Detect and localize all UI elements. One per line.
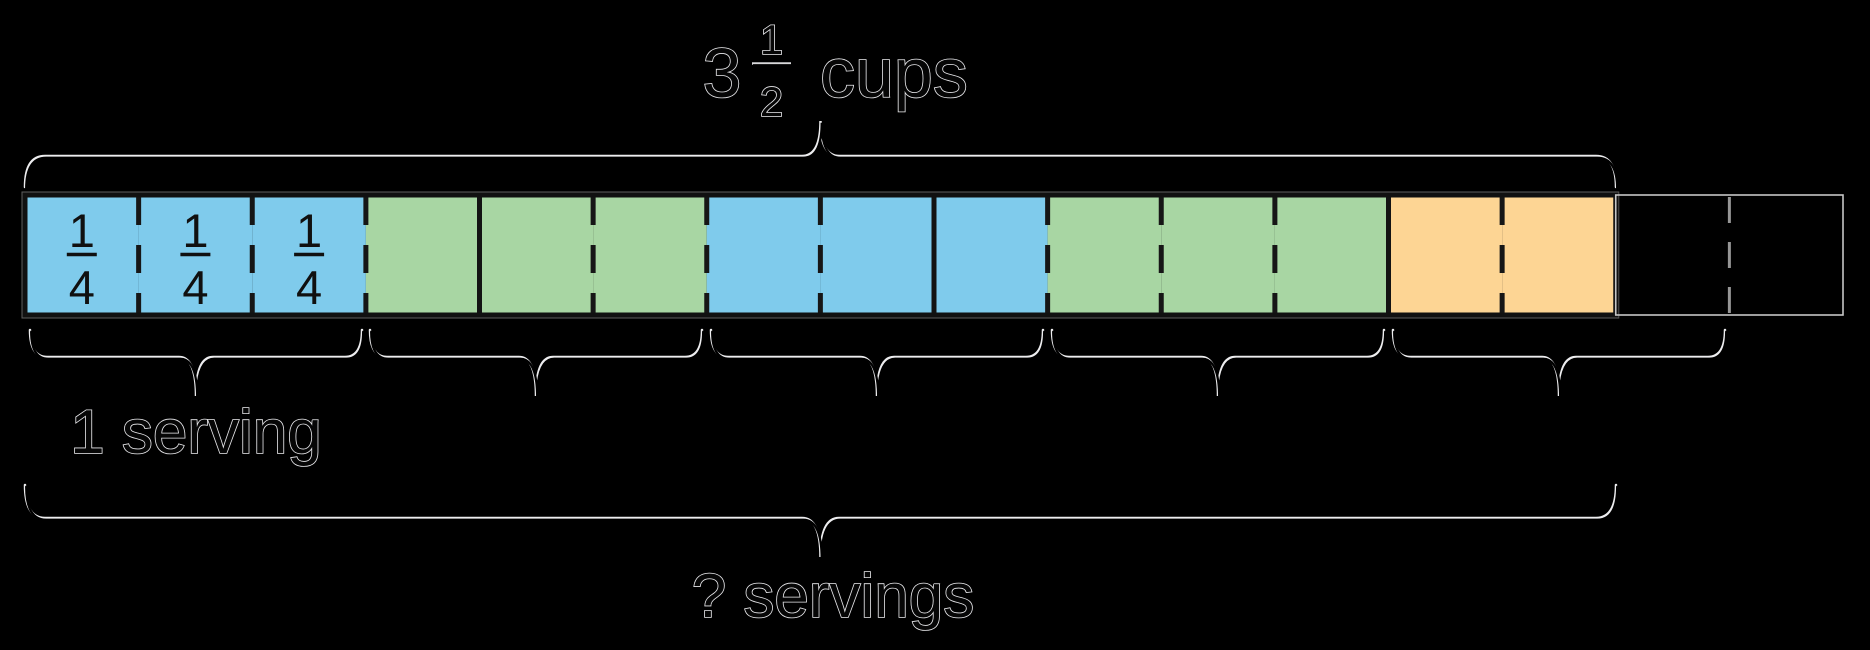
question-servings-label: ? servings	[692, 562, 975, 631]
fraction-denominator: 4	[69, 261, 95, 314]
bar-segment	[1388, 195, 1503, 315]
one-serving-label: 1 serving	[70, 398, 322, 467]
empty-bar-outline	[1614, 194, 1844, 316]
bar-segment	[1502, 195, 1616, 315]
fraction-label: 1 4	[180, 204, 211, 314]
bar-segment	[365, 195, 480, 315]
fraction-label: 1 4	[66, 204, 97, 314]
cup-dividers	[477, 195, 1391, 315]
fraction-denominator: 4	[296, 261, 322, 314]
serving-brace	[711, 330, 1046, 398]
fraction-label: 1 4	[294, 204, 325, 314]
total-cups-label: 3 1 2 cups	[702, 15, 969, 126]
bar-segment	[1047, 195, 1162, 315]
cups-fraction-denominator: 2	[760, 78, 783, 125]
bar-segment-empty	[1729, 195, 1843, 315]
fraction-denominator: 4	[182, 261, 208, 314]
cups-fraction-numerator: 1	[760, 16, 783, 63]
cups-unit: cups	[820, 34, 968, 112]
bar-outline-halo	[21, 191, 1620, 319]
top-brace	[23, 120, 1619, 190]
bar-segment	[1274, 195, 1389, 315]
bar-segment	[1161, 195, 1275, 315]
fraction-numerator: 1	[69, 204, 95, 257]
serving-brace	[1393, 330, 1728, 398]
total-brace	[23, 483, 1619, 559]
serving-braces	[28, 328, 1728, 398]
serving-brace	[1052, 330, 1387, 398]
bar-segment	[593, 195, 707, 315]
bar-segment	[934, 195, 1048, 315]
bar-segments	[25, 195, 1843, 315]
brace-curve	[25, 485, 1619, 559]
fraction-numerator: 1	[296, 204, 322, 257]
bar-segment	[479, 195, 594, 315]
fraction-numerator: 1	[182, 204, 208, 257]
quarter-labels: 1 4 1 4 1 4	[66, 204, 325, 314]
cups-whole-number: 3	[703, 34, 742, 112]
serving-brace	[370, 330, 705, 398]
bar-segment	[820, 195, 935, 315]
bar-segment-empty	[1616, 195, 1730, 315]
brace-curve	[25, 122, 1619, 190]
bar-segment	[706, 195, 821, 315]
quarter-dividers	[136, 197, 1731, 315]
serving-brace	[30, 330, 365, 398]
